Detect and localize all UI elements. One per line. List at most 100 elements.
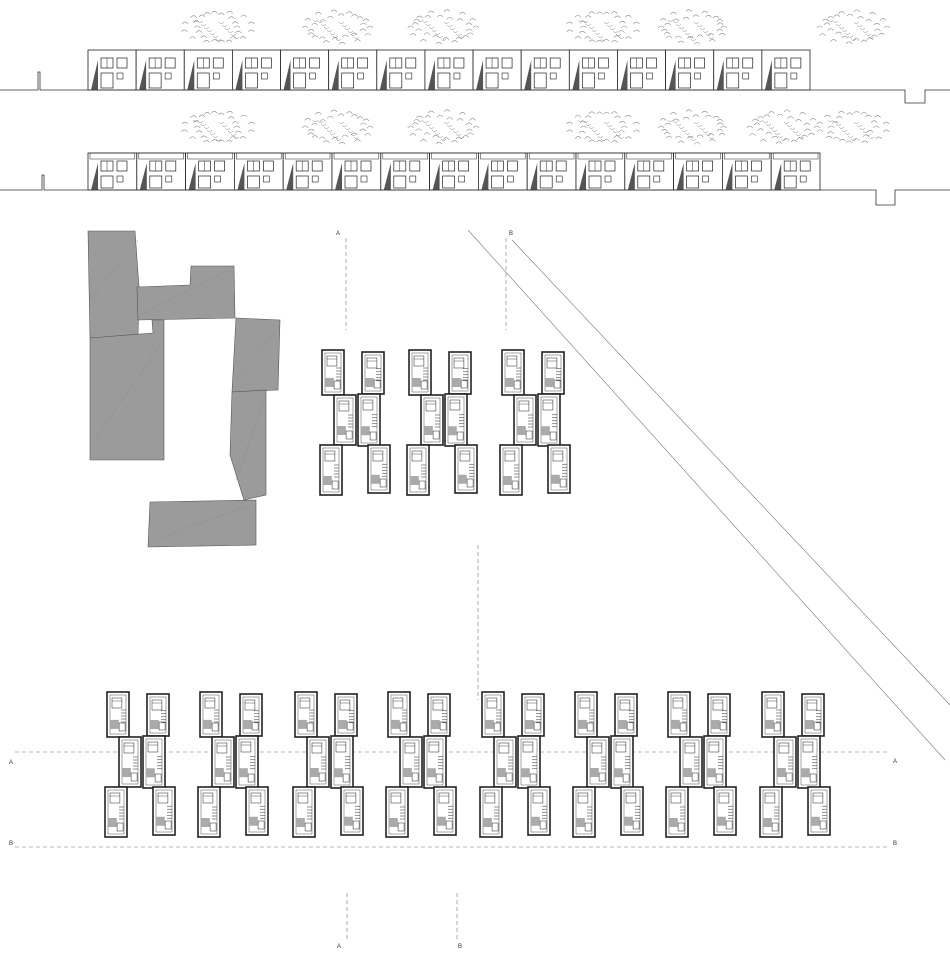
unit-outline — [610, 735, 634, 789]
unit-outline — [713, 786, 737, 836]
fixture — [598, 772, 606, 782]
door — [148, 72, 162, 89]
unit-outline — [387, 691, 411, 738]
core — [765, 719, 774, 729]
tree — [407, 9, 480, 45]
core — [452, 378, 461, 388]
fixture — [420, 380, 428, 390]
unit-outline — [385, 786, 409, 838]
core — [437, 816, 446, 826]
fixture — [411, 772, 419, 782]
unit-outline — [146, 693, 170, 737]
facade-shadow — [286, 163, 294, 190]
unit-outline — [499, 444, 523, 496]
unit-outline — [245, 786, 269, 836]
window — [263, 160, 274, 172]
door — [533, 72, 547, 89]
bed — [157, 792, 169, 804]
core — [296, 818, 305, 827]
bed — [151, 699, 163, 711]
bed — [778, 742, 790, 754]
door — [686, 175, 699, 189]
house-plan-cluster — [572, 691, 644, 838]
tree — [301, 9, 374, 45]
house-facade — [575, 152, 626, 191]
facade-shadow — [379, 60, 387, 90]
facade-shadow — [91, 163, 98, 190]
window — [555, 175, 563, 183]
fixture — [251, 721, 259, 731]
core — [521, 768, 530, 778]
fixture — [439, 721, 447, 731]
bed — [546, 357, 558, 369]
elevation-upper-facades — [87, 49, 811, 91]
unit-outline — [501, 349, 525, 396]
house-facade — [233, 152, 284, 191]
bed — [712, 699, 724, 711]
roof-block-2 — [136, 265, 236, 321]
house-facade — [231, 49, 281, 91]
core — [156, 816, 165, 826]
bed — [366, 357, 378, 369]
bed — [147, 741, 159, 753]
house-facade — [526, 152, 577, 191]
section-marker-b-left: B — [9, 841, 13, 847]
tree — [658, 109, 727, 145]
window — [702, 175, 709, 183]
house-plan-cluster — [385, 691, 457, 838]
core — [146, 768, 155, 778]
unit-outline — [361, 351, 385, 395]
house-facade — [713, 49, 763, 91]
window — [653, 175, 661, 183]
unit-outline — [319, 444, 343, 496]
core — [424, 426, 433, 435]
fixture — [399, 722, 407, 732]
bed — [202, 792, 214, 804]
bed — [299, 697, 311, 709]
tree — [181, 110, 255, 143]
tree — [566, 111, 640, 143]
bed — [486, 697, 498, 709]
fixture — [304, 822, 312, 832]
unit-outline — [521, 693, 545, 737]
window — [214, 175, 221, 183]
facade-shadow — [237, 163, 245, 190]
door — [485, 72, 499, 89]
unit-outline — [667, 691, 691, 738]
house-plan-cluster — [104, 691, 176, 838]
window — [309, 72, 316, 80]
window — [164, 72, 172, 80]
unit-outline — [334, 693, 358, 737]
bed — [718, 792, 730, 804]
unit-outline — [547, 444, 571, 494]
tree — [301, 109, 374, 145]
house-facade — [183, 49, 233, 91]
section-marker-b-top: B — [509, 231, 513, 237]
window — [694, 57, 705, 69]
fixture — [539, 820, 547, 830]
bed — [459, 450, 471, 462]
core — [624, 816, 633, 826]
fixture — [632, 820, 640, 830]
house-facade — [376, 49, 426, 91]
house-facade — [673, 152, 723, 191]
window — [604, 175, 612, 183]
core — [249, 816, 258, 826]
house-plan-cluster — [759, 691, 831, 838]
window — [261, 72, 268, 80]
window — [357, 72, 364, 80]
bed — [522, 741, 534, 753]
unit-outline — [448, 351, 472, 395]
bed — [413, 355, 425, 367]
facade-shadow — [716, 60, 724, 90]
unit-outline — [211, 736, 235, 788]
door — [100, 72, 114, 89]
unit-outline — [479, 786, 503, 838]
unit-outline — [481, 691, 505, 738]
door — [581, 72, 595, 89]
window — [360, 175, 368, 183]
unit-outline — [759, 786, 783, 838]
section-marker-a-right: A — [893, 759, 897, 765]
unit-outline — [541, 351, 565, 395]
